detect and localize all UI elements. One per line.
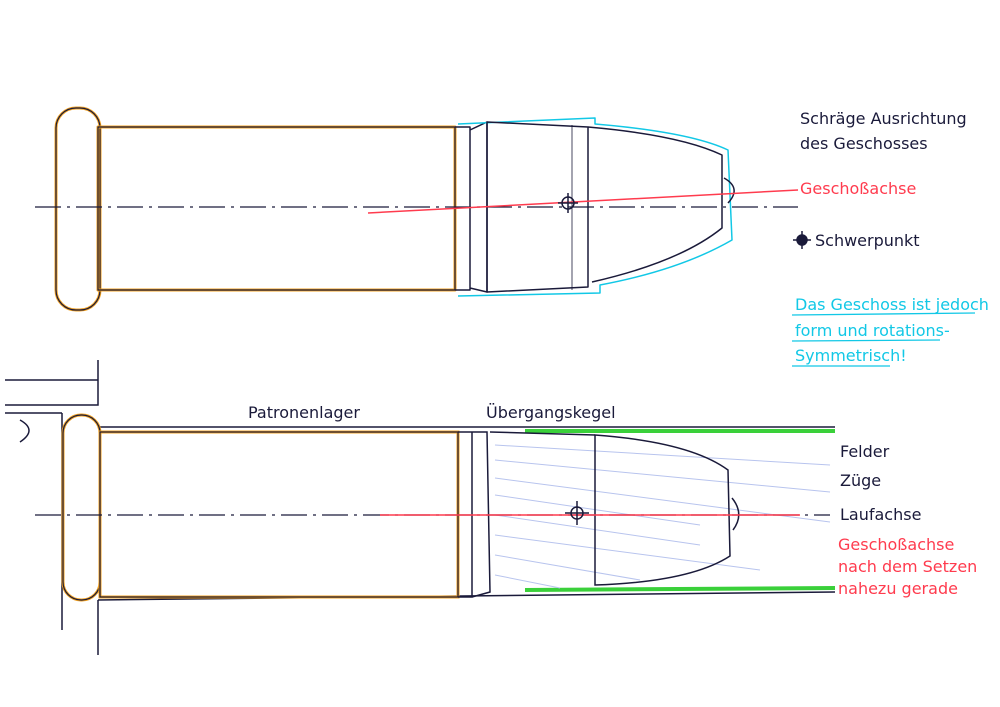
top-cartridge	[35, 106, 811, 312]
label-grooves: Züge	[840, 471, 881, 490]
label-lands: Felder	[840, 442, 890, 461]
bullet	[486, 121, 723, 293]
label-transition-cone: Übergangskegel	[486, 403, 616, 422]
label-bullet-axis: Geschoßachse	[800, 179, 916, 198]
symmetry-note: Das Geschoss ist jedoch form und rotatio…	[791, 295, 989, 367]
title-line-1: Schräge Ausrichtung	[800, 109, 967, 128]
label-bullet-axis-after-3: nahezu gerade	[838, 579, 958, 598]
rim	[54, 106, 102, 312]
breech	[5, 360, 99, 655]
label-chamber: Patronenlager	[248, 403, 360, 422]
legend-center-of-gravity-icon	[793, 231, 811, 249]
land-bottom	[524, 586, 836, 592]
title-line-2: des Geschosses	[800, 134, 928, 153]
note-line-3: Symmetrisch!	[795, 346, 907, 365]
note-line-1: Das Geschoss ist jedoch	[795, 295, 989, 314]
barrel-bottom	[97, 591, 836, 601]
bullet-outline-cyan	[457, 117, 733, 297]
chamber-drawing	[5, 360, 836, 655]
bullet-tip	[731, 497, 740, 531]
label-bullet-axis-after-2: nach dem Setzen	[838, 557, 977, 576]
center-of-gravity-icon	[565, 501, 589, 525]
label-barrel-axis: Laufachse	[840, 505, 921, 524]
label-center-of-gravity: Schwerpunkt	[815, 231, 920, 250]
note-line-2: form und rotations-	[795, 321, 950, 340]
tilted-bullet-axis	[367, 189, 799, 214]
rim	[61, 413, 102, 602]
bullet	[594, 434, 731, 586]
label-bullet-axis-after-1: Geschoßachse	[838, 535, 954, 554]
center-of-gravity-icon	[558, 193, 578, 213]
groove-hatching	[494, 444, 831, 589]
case-body	[96, 125, 457, 292]
bullet-tip	[723, 177, 735, 204]
